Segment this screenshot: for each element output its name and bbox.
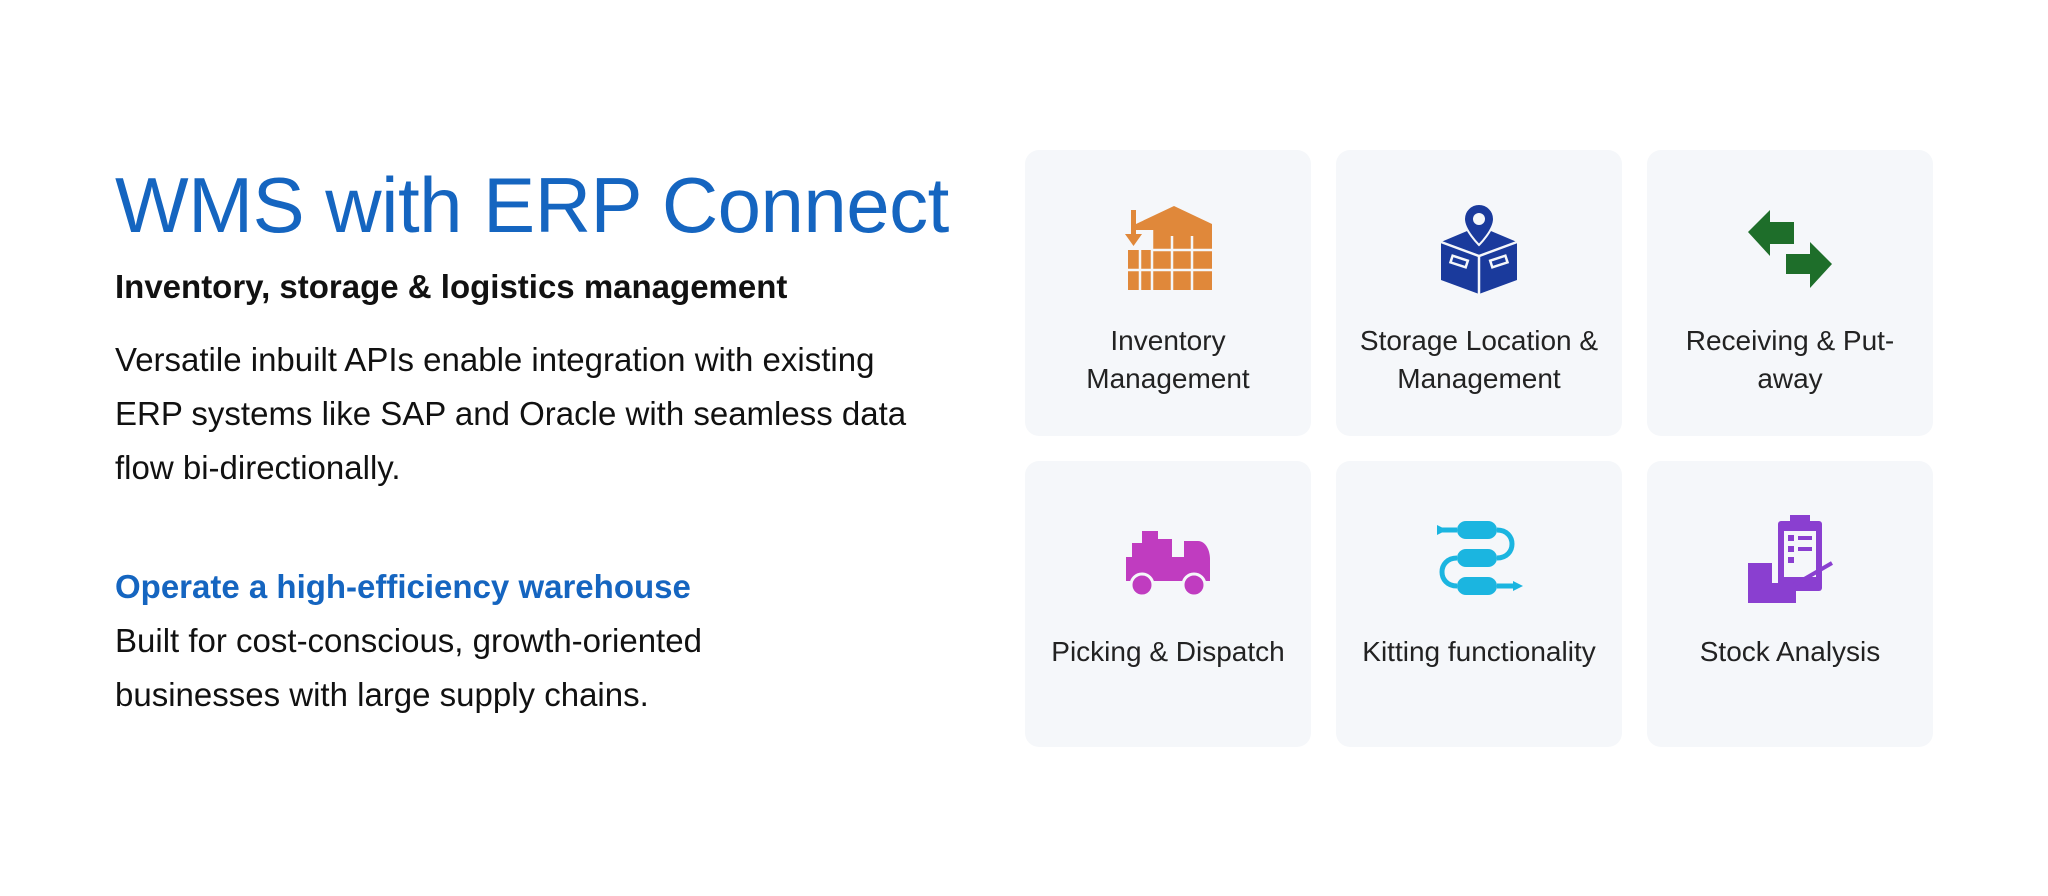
kitting-flow-icon <box>1437 521 1523 595</box>
feature-label: Stock Analysis <box>1699 636 1881 667</box>
feature-card-storage: Storage Location & Management <box>1336 150 1622 436</box>
feature-card-receiving: Receiving & Put-away <box>1647 150 1933 436</box>
subheading-text: Built for cost-conscious, growth-oriente… <box>115 622 702 713</box>
subtitle: Inventory, storage & logistics managemen… <box>115 268 788 305</box>
feature-card-kitting: Kitting functionality <box>1336 461 1622 747</box>
feature-label: Storage Location & Management <box>1359 325 1599 394</box>
feature-card-inventory: Inventory Management <box>1025 150 1311 436</box>
feature-grid: Inventory Management Storage Location & … <box>1025 150 1933 747</box>
feature-label: Inventory Management <box>1086 325 1250 394</box>
feature-label: Kitting functionality <box>1362 636 1596 667</box>
subheading: Operate a high-efficiency warehouse <box>115 568 691 605</box>
feature-card-picking: Picking & Dispatch <box>1025 461 1311 747</box>
feature-card-stock: Stock Analysis <box>1647 461 1933 747</box>
exchange-arrows-icon <box>1748 210 1832 288</box>
box-location-icon <box>1440 202 1518 294</box>
clipboard-boxes-icon <box>1748 515 1834 603</box>
feature-label: Receiving & Put-away <box>1685 325 1895 394</box>
delivery-truck-icon <box>1126 531 1210 598</box>
page-title: WMS with ERP Connect <box>115 161 949 249</box>
description: Versatile inbuilt APIs enable integratio… <box>115 341 907 486</box>
feature-label: Picking & Dispatch <box>1051 636 1285 667</box>
warehouse-icon <box>1125 206 1212 290</box>
